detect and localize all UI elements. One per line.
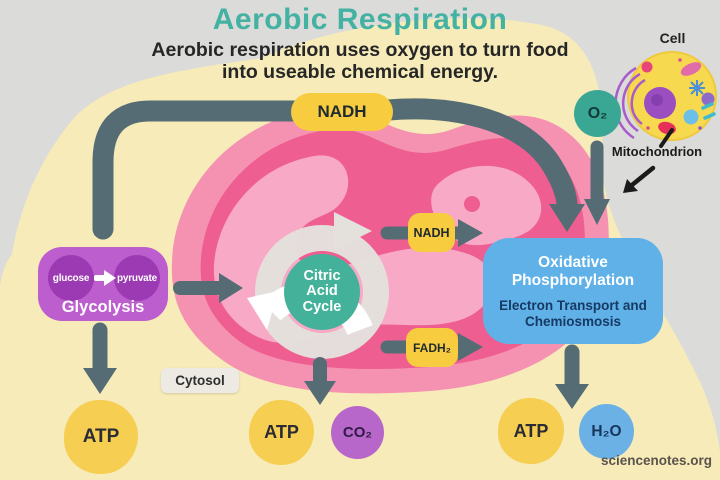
- glycolysis-atp-arrowhead: [83, 368, 117, 394]
- mitochondrion-label: Mitochondrion: [611, 144, 703, 159]
- oxphos-atp-arrowhead: [555, 384, 589, 409]
- o2-arrowhead: [584, 199, 610, 225]
- oxphos-title: Oxidative Phosphorylation: [511, 254, 635, 289]
- o2-circle: O₂: [574, 90, 621, 137]
- cell-illustration: [614, 51, 717, 141]
- atp-citric-circle: ATP: [249, 400, 314, 465]
- glycolysis-label: Glycolysis: [61, 298, 145, 316]
- label-to-mito-arrowhead: [623, 179, 638, 193]
- golgi-sticks: [701, 102, 716, 120]
- cell-label: Cell: [659, 30, 686, 46]
- glucose-to-pyruvate-arrow: [94, 270, 116, 286]
- centriole-star: [689, 80, 705, 96]
- nucleolus: [651, 94, 663, 106]
- citric-line-3: Cycle: [302, 298, 342, 315]
- cytoplasm-dot: [698, 126, 702, 130]
- citric-acid-cycle-circle: Citric Acid Cycle: [284, 254, 360, 330]
- cycle-ring: [255, 225, 389, 359]
- cytosol-label: Cytosol: [161, 368, 239, 393]
- nadh-loop-left-arrow: [92, 100, 311, 240]
- organelle-lysosome: [683, 109, 699, 125]
- glycolysis-box: glucose pyruvate Glycolysis: [38, 247, 168, 321]
- h2o-circle: H₂O: [579, 404, 634, 459]
- nadh-loop-arrowhead: [549, 204, 585, 232]
- organelle-mitochondrion-small: [680, 62, 702, 76]
- subtitle-line-2: into useable chemical energy.: [222, 61, 498, 83]
- organelle-dot: [641, 61, 653, 73]
- nadh-inner-arrowhead: [458, 219, 483, 247]
- citric-atp-arrowhead: [304, 381, 336, 405]
- cycle-white-arrowhead: [247, 291, 278, 330]
- endoplasmic-reticulum: [630, 78, 646, 125]
- atp-glycolysis-circle: ATP: [64, 400, 138, 474]
- flow-arrows: [83, 98, 610, 409]
- oxidative-phosphorylation-box: Oxidative Phosphorylation Electron Trans…: [483, 238, 663, 344]
- nadh-top-pill: NADH: [291, 93, 393, 131]
- oxphos-subtitle: Electron Transport and Chemiosmosis: [499, 298, 647, 329]
- pointer-arrows: [623, 128, 674, 193]
- endoplasmic-reticulum: [621, 72, 641, 133]
- cytoplasm-dot: [678, 58, 682, 62]
- page-title: Aerobic Respiration: [212, 3, 508, 36]
- cycle-ring-arrowhead: [334, 212, 372, 250]
- matrix-dot: [464, 196, 480, 212]
- fadh2-pill: FADH₂: [406, 328, 458, 367]
- source-credit: sciencenotes.org: [600, 453, 712, 468]
- label-to-mito-arrow: [629, 165, 656, 188]
- subtitle-line-1: Aerobic respiration uses oxygen to turn …: [151, 39, 569, 61]
- nadh-loop-right-arrow: [377, 98, 578, 217]
- citric-line-1: Citric: [303, 267, 341, 284]
- co2-circle: CO₂: [331, 406, 384, 459]
- nadh-inner-pill: NADH: [408, 213, 455, 252]
- glucose-circle: glucose: [48, 255, 94, 301]
- cell-to-label-line: [659, 128, 674, 148]
- citric-line-2: Acid: [306, 283, 338, 300]
- atp-oxphos-circle: ATP: [498, 398, 564, 464]
- cytoplasm-dot: [646, 126, 650, 130]
- pyruvate-circle: pyruvate: [114, 255, 160, 301]
- glycolysis-to-mito-arrowhead: [219, 273, 243, 303]
- fadh2-arrowhead: [458, 333, 483, 361]
- organelle-vesicle: [701, 92, 715, 106]
